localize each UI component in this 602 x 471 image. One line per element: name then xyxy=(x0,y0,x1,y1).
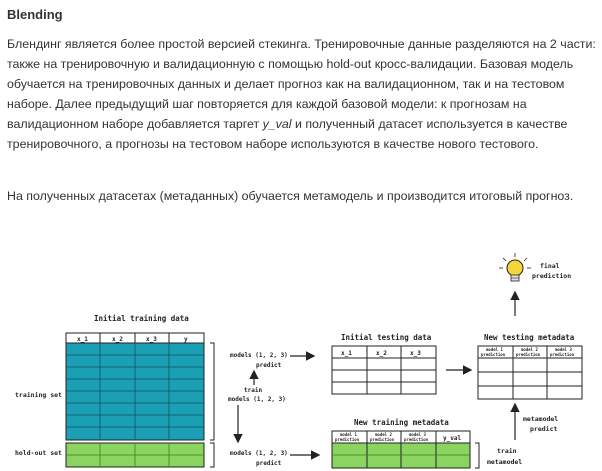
paragraph-text-part1: Блендинг является более простой версией … xyxy=(7,37,596,131)
paragraph-metamodel: На полученных датасетах (метаданных) обу… xyxy=(7,189,574,203)
holdout-set-label: hold-out set xyxy=(15,449,62,457)
holdout-bracket xyxy=(210,442,215,468)
final-prediction-line2: prediction xyxy=(532,272,571,280)
models-predict-top-line2: predict xyxy=(256,362,282,369)
ntr-h3-line2: prediction xyxy=(404,437,429,442)
target-variable: y_val xyxy=(262,117,292,131)
holdout-set-block xyxy=(65,442,205,468)
new-training-title: New training metadata xyxy=(354,418,449,427)
header-x1: x_1 xyxy=(77,336,88,343)
train-models-line2: models (1, 2, 3) xyxy=(228,396,286,403)
testing-header-x2: x_2 xyxy=(376,350,387,357)
train-metamodel-line1: train xyxy=(497,447,517,455)
ntr-h2-line1: model 2 xyxy=(375,432,392,437)
nt-h2-line2: prediction xyxy=(516,352,541,357)
ntr-h3-line1: model 3 xyxy=(409,432,426,437)
train-metamodel-line2: metamodel xyxy=(487,458,522,466)
models-predict-top-line1: models (1, 2, 3) xyxy=(230,352,288,359)
lightbulb-icon xyxy=(499,253,531,282)
paragraph-text-part2: и полученный датасет используется в каче… xyxy=(7,117,568,151)
training-set-label: training set xyxy=(15,391,62,399)
ntr-h4: y_val xyxy=(443,435,461,442)
new-testing-table: model 1 prediction model 2 prediction mo… xyxy=(477,345,583,400)
testing-header-x3: x_3 xyxy=(410,350,421,357)
header-y: y xyxy=(184,336,188,343)
section-heading: Blending xyxy=(7,7,63,22)
paragraph-blending-description: Блендинг является более простой версией … xyxy=(7,34,597,154)
initial-testing-title: Initial testing data xyxy=(341,333,432,342)
initial-testing-table: x_1 x_2 x_3 xyxy=(331,345,437,395)
nt-h3-line2: prediction xyxy=(550,352,575,357)
models-predict-bottom-line2: predict xyxy=(256,460,282,467)
final-prediction-line1: final xyxy=(540,262,560,270)
initial-training-table: x_1 x_2 x_3 y xyxy=(65,332,205,468)
new-training-bracket xyxy=(475,442,480,469)
metamodel-predict-line1: metamodel xyxy=(523,415,558,423)
nt-h2-line1: model 2 xyxy=(521,347,538,352)
nt-h1-line2: prediction xyxy=(481,352,506,357)
new-testing-title: New testing metadata xyxy=(484,333,575,342)
testing-header-x1: x_1 xyxy=(341,350,352,357)
models-predict-bottom-line1: models (1, 2, 3) xyxy=(230,450,288,457)
train-models-line1: train xyxy=(244,387,262,394)
training-bracket xyxy=(210,342,215,441)
header-x2: x_2 xyxy=(112,336,123,343)
training-set-block xyxy=(65,342,205,441)
new-training-table: model 1 prediction model 2 prediction mo… xyxy=(331,430,471,469)
ntr-h2-line2: prediction xyxy=(370,437,395,442)
nt-h3-line1: model 3 xyxy=(555,347,572,352)
nt-h1-line1: model 1 xyxy=(486,347,503,352)
ntr-h1-line2: prediction xyxy=(335,437,360,442)
ntr-h1-line1: model 1 xyxy=(340,432,357,437)
initial-training-title: Initial training data xyxy=(94,314,189,323)
metamodel-predict-line2: predict xyxy=(530,425,557,433)
header-x3: x_3 xyxy=(146,336,157,343)
